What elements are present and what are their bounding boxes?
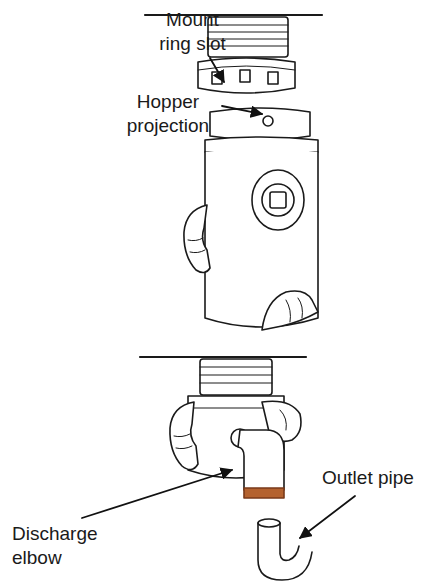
disposer-illustration [82,15,355,580]
part-label: Discharge elbow [12,522,112,570]
outlet-pipe [258,519,280,527]
part-label: Hopper projection [118,90,218,138]
sink-line-bottom [140,356,306,358]
mount-assembly-bottom [200,359,272,395]
outlet-pipe [258,519,312,580]
hand-bottom-top [262,291,318,330]
leader-arrows [82,58,355,538]
hand-left-top [184,205,210,273]
mount-assembly [198,58,295,93]
hand-bottom-top [262,291,318,330]
outlet-pipe [280,523,299,560]
disposer-body-top [262,184,294,216]
part-label: Outlet pipe [322,466,442,490]
disposer-body-top [263,116,273,126]
hand-right-bottom [280,410,286,430]
disposer-body-top [270,192,286,208]
hand-left-top [188,238,205,253]
discharge-elbow [231,429,284,498]
discharge-elbow [244,488,284,498]
mount-assembly-bottom [200,359,272,395]
hand-left-bottom [170,402,198,470]
leader-arrows [82,470,232,518]
part-label: Mount ring slot [150,8,235,56]
leader-arrows [300,496,355,538]
hand-left-top [184,205,210,273]
leader-arrows [222,106,262,114]
mount-assembly [240,70,250,82]
hand-left-bottom [170,402,198,470]
leader-arrows [210,58,224,82]
hand-bottom-top [286,298,303,322]
mount-assembly [268,72,278,84]
hand-left-bottom [174,434,192,449]
sink-line-bottom [140,356,306,358]
disposer-body-top [252,170,304,230]
discharge-elbow [238,430,284,490]
mount-assembly [212,72,222,84]
mount-assembly-bottom [200,367,272,383]
outlet-pipe [258,523,312,580]
